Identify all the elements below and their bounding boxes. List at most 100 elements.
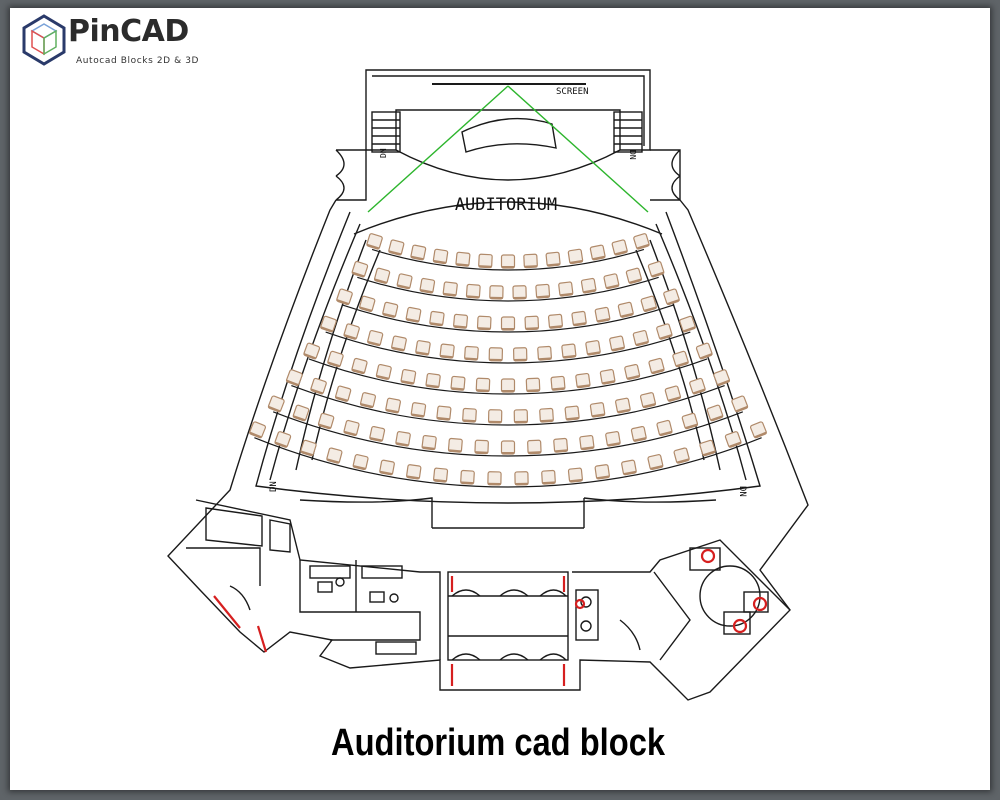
seat	[300, 439, 317, 457]
seat	[523, 253, 538, 269]
seat	[419, 277, 436, 294]
seat	[564, 405, 580, 421]
seat	[439, 343, 455, 359]
seat	[336, 288, 353, 306]
seat	[405, 306, 422, 323]
brand-logo[interactable]: PinCAD Autocad Blocks 2D & 3D	[22, 14, 202, 74]
brand-name: PinCAD	[68, 14, 189, 49]
seat	[558, 281, 574, 297]
seat	[267, 395, 285, 413]
seat	[617, 301, 634, 318]
auditorium-label: AUDITORIUM	[455, 195, 557, 215]
seat	[663, 288, 680, 306]
seat	[359, 392, 377, 409]
restroom-block	[572, 539, 791, 611]
seat	[664, 385, 682, 402]
seat	[589, 244, 606, 261]
seat	[594, 464, 610, 480]
seat	[429, 310, 445, 327]
seat-row-riser	[357, 276, 659, 302]
seat	[373, 267, 391, 284]
hall-inner-wall	[255, 211, 761, 504]
seat	[395, 431, 411, 447]
stair-label-right: DN	[737, 486, 747, 497]
seat	[648, 357, 665, 375]
seat	[274, 431, 292, 448]
stage-stair-label-right: DN	[628, 150, 637, 160]
seat	[537, 345, 552, 361]
seat	[514, 471, 529, 486]
seat	[713, 369, 731, 387]
seat	[488, 347, 504, 362]
seat	[679, 315, 696, 333]
seat	[326, 447, 343, 464]
seat	[647, 454, 664, 471]
red-door-accents	[213, 548, 768, 686]
seat	[512, 285, 527, 300]
seat	[455, 251, 471, 267]
right-stair	[613, 111, 643, 153]
seat	[553, 437, 569, 453]
seat	[535, 283, 551, 299]
seat	[249, 421, 267, 439]
left-stage-door	[335, 149, 367, 201]
seat-row	[285, 369, 731, 426]
restroom-round-stall	[699, 565, 761, 627]
seat	[589, 402, 606, 418]
seating-area	[249, 233, 767, 488]
seat	[571, 310, 587, 327]
seat	[706, 404, 724, 422]
seat	[489, 285, 504, 300]
stair-label-left: DN	[269, 481, 279, 492]
seat	[567, 248, 584, 265]
seat	[474, 439, 489, 455]
seat-row-riser	[341, 304, 675, 333]
seat	[464, 345, 479, 361]
seat	[343, 419, 360, 437]
projection-sightlines	[367, 85, 649, 213]
seat	[724, 431, 742, 448]
seat	[285, 369, 303, 387]
seat	[547, 313, 563, 329]
stage-curve	[395, 149, 621, 181]
seat	[478, 253, 493, 269]
seat	[500, 316, 516, 331]
stage-stair-label-left: DN	[379, 148, 388, 158]
seat	[415, 340, 431, 356]
lobby	[447, 571, 569, 661]
seat	[673, 447, 690, 464]
seat	[624, 363, 641, 380]
right-stage-door	[650, 149, 681, 201]
seat	[351, 357, 368, 375]
seat	[599, 368, 616, 385]
seat	[359, 295, 376, 312]
seat	[462, 407, 477, 423]
seat	[334, 385, 352, 402]
stage-outline	[365, 69, 651, 151]
seat	[382, 301, 399, 318]
seat-row-riser	[254, 437, 762, 488]
seat	[524, 315, 540, 331]
seat	[749, 421, 767, 439]
seat-row	[303, 342, 713, 395]
seat	[352, 454, 369, 471]
seat	[561, 343, 577, 359]
seat	[385, 397, 401, 414]
seat	[545, 251, 561, 267]
seat	[550, 375, 566, 391]
seat	[367, 329, 384, 347]
seat	[388, 239, 405, 256]
seat	[525, 377, 541, 393]
projection-booth	[461, 117, 557, 153]
office-desk-1	[309, 565, 351, 579]
seat	[487, 409, 503, 424]
seat	[603, 273, 620, 290]
seat	[541, 469, 556, 485]
seat-row-riser	[308, 358, 708, 395]
seat	[605, 431, 621, 447]
seat	[453, 313, 469, 329]
seat	[500, 440, 516, 455]
seat-row	[366, 233, 650, 271]
seat	[656, 419, 673, 437]
